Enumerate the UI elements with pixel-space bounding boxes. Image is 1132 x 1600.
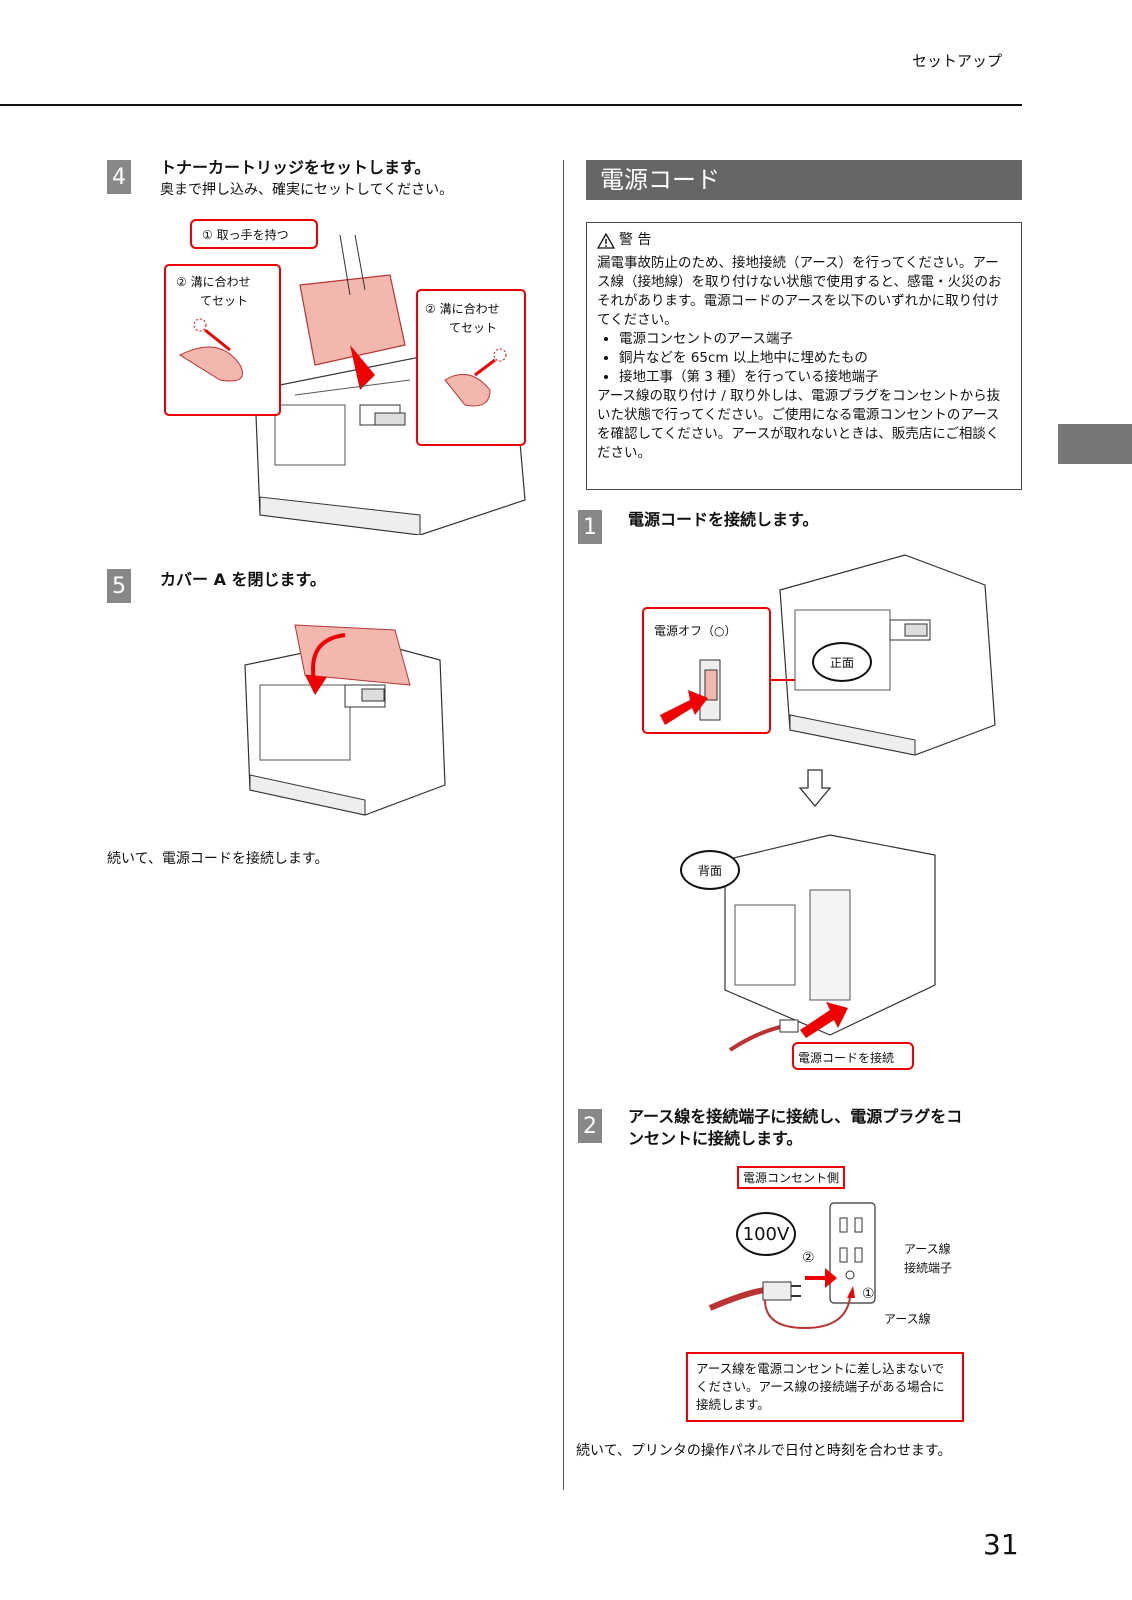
step-number-5: 5: [107, 569, 131, 603]
right-continue-text: 続いて、プリンタの操作パネルで日付と時刻を合わせます。: [576, 1443, 952, 1459]
left-continue-text: 続いて、電源コードを接続します。: [107, 851, 329, 867]
step-2-title-line1: アース線を接続端子に接続し、電源プラグをコ: [628, 1107, 963, 1126]
callout-groove-left-line1: ② 溝に合わせ: [176, 275, 251, 289]
page-number: 31: [983, 1528, 1019, 1561]
callout-groove-right-line1: ② 溝に合わせ: [425, 302, 500, 316]
ground-terminal-label-line1: アース線: [904, 1242, 951, 1256]
step-2-title-line2: ンセントに接続します。: [628, 1129, 803, 1148]
warning-list: 電源コンセントのアース端子 銅片などを 65cm 以上地中に埋めたもの 接地工事…: [597, 330, 1011, 387]
warning-heading-text: 警 告: [619, 232, 652, 248]
close-cover-illustration: [244, 624, 446, 816]
step-marker-2: ②: [802, 1250, 815, 1266]
warning-paragraph-2: アース線の取り付け / 取り外しは、電源プラグをコンセントから抜いた状態で行って…: [597, 388, 1001, 461]
ground-wire-illustration: [708, 1202, 876, 1330]
front-label: 正面: [812, 642, 872, 682]
voltage-label: 100V: [736, 1212, 796, 1256]
callout-groove-right: ② 溝に合わせ てセット: [425, 300, 525, 338]
ground-terminal-label: アース線 接続端子: [904, 1240, 952, 1278]
warning-box: 警 告 漏電事故防止のため、接地接続（アース）を行ってください。アース線（接地線…: [586, 222, 1022, 490]
ground-wire-label: アース線: [884, 1312, 931, 1326]
warning-list-item: 銅片などを 65cm 以上地中に埋めたもの: [619, 349, 1011, 368]
back-label: 背面: [680, 850, 740, 890]
step-number-1: 1: [578, 510, 602, 544]
warning-paragraph-1: 漏電事故防止のため、接地接続（アース）を行ってください。アース線（接地線）を取り…: [597, 255, 1002, 328]
connect-cord-callout: 電源コードを接続: [792, 1042, 914, 1070]
running-header: セットアップ: [911, 52, 1002, 70]
step-number-2: 2: [578, 1109, 602, 1143]
step-number-4: 4: [107, 160, 131, 194]
column-divider: [563, 160, 564, 1490]
step-5-title: カバー A を閉じます。: [160, 570, 326, 589]
step-1-title: 電源コードを接続します。: [628, 510, 819, 529]
callout-hold-handle: ① 取っ手を持つ: [190, 219, 318, 249]
ground-note-box: アース線を電源コンセントに差し込まないでください。アース線の接続端子がある場合に…: [686, 1352, 964, 1422]
power-off-label: 電源オフ（○）: [654, 624, 737, 638]
warning-list-item: 接地工事（第 3 種）を行っている接地端子: [619, 368, 1011, 387]
step-marker-1: ①: [862, 1286, 875, 1302]
header-rule: [0, 104, 1022, 106]
rear-connection-illustration: [724, 834, 936, 1052]
warning-triangle-icon: [597, 232, 615, 249]
warning-heading: 警 告: [597, 231, 1011, 250]
callout-groove-left: ② 溝に合わせ てセット: [176, 273, 271, 311]
chapter-side-tab: [1058, 424, 1132, 464]
step-4-title: トナーカートリッジをセットします。: [160, 158, 431, 177]
callout-groove-left-line2: てセット: [200, 294, 249, 308]
toner-install-illustration: [164, 234, 526, 535]
down-arrow-icon: [798, 769, 832, 808]
step-4-subtitle: 奥まで押し込み、確実にセットしてください。: [160, 182, 454, 198]
step-2-title: アース線を接続端子に接続し、電源プラグをコ ンセントに接続します。: [628, 1106, 962, 1150]
ground-terminal-label-line2: 接続端子: [904, 1261, 953, 1275]
callout-groove-right-line2: てセット: [449, 321, 498, 335]
outlet-side-label: 電源コンセント側: [737, 1166, 846, 1189]
section-title: 電源コード: [586, 160, 1022, 200]
warning-list-item: 電源コンセントのアース端子: [619, 330, 1011, 349]
